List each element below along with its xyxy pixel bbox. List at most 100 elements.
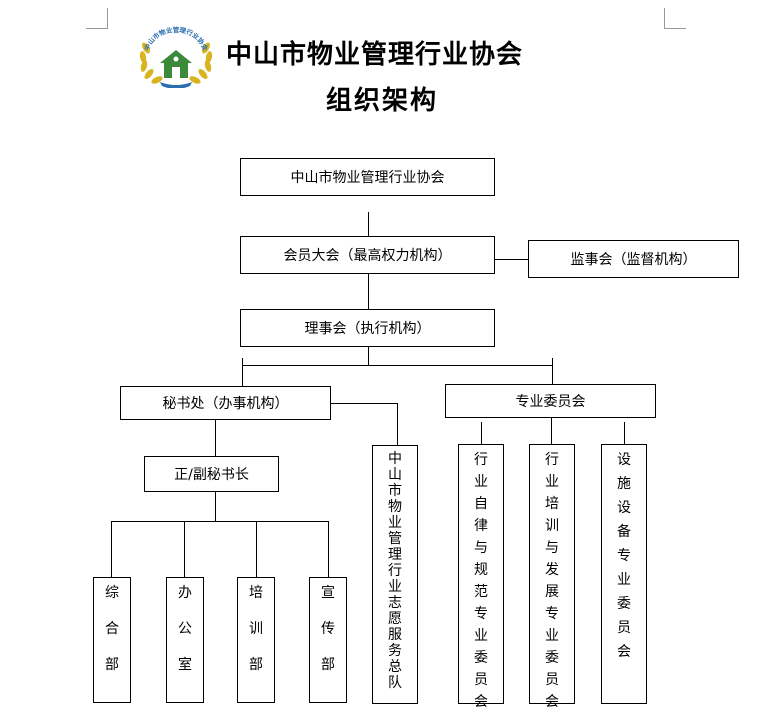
vertical-char: 范 (474, 584, 488, 600)
vertical-char: 培 (545, 496, 559, 512)
vertical-char: 部 (249, 657, 263, 673)
vertical-char: 施 (617, 476, 631, 492)
connector-sg-down (215, 492, 216, 521)
vertical-char: 室 (178, 657, 192, 673)
crop-mark-right-v (664, 8, 665, 29)
connector-dept-1 (111, 521, 112, 577)
vertical-char: 业 (617, 572, 631, 588)
vertical-char: 业 (474, 474, 488, 490)
vertical-char: 山 (388, 467, 402, 483)
vertical-char: 发 (545, 562, 559, 578)
department-label: 宣传部 (321, 578, 335, 702)
vertical-char: 委 (545, 650, 559, 666)
node-council-label: 理事会（执行机构） (304, 321, 431, 337)
connector-committee-3 (624, 422, 625, 444)
vertical-char: 员 (545, 672, 559, 688)
connector-secretariat-volunteer-h (330, 403, 398, 404)
vertical-char: 业 (474, 628, 488, 644)
connector-root-assembly (368, 212, 369, 236)
connector-secretariat-volunteer-v (397, 403, 398, 445)
node-council: 理事会（执行机构） (240, 309, 495, 347)
department-label: 办公室 (178, 578, 192, 702)
vertical-char: 理 (388, 547, 402, 563)
vertical-char: 管 (388, 531, 402, 547)
vertical-char: 市 (388, 483, 402, 499)
vertical-char: 部 (321, 657, 335, 673)
node-department: 宣传部 (309, 577, 347, 703)
department-label: 综合部 (105, 578, 119, 702)
node-committee-item: 行业自律与规范专业委员会 (458, 444, 504, 709)
node-department: 培训部 (237, 577, 275, 703)
vertical-char: 愿 (388, 611, 402, 627)
vertical-char: 总 (388, 659, 402, 675)
vertical-char: 业 (545, 474, 559, 490)
vertical-char: 部 (105, 657, 119, 673)
connector-committee-2 (551, 418, 552, 444)
vertical-char: 训 (545, 518, 559, 534)
node-root: 中山市物业管理行业协会 (240, 158, 495, 196)
connector-dept-3 (256, 521, 257, 577)
association-logo-icon: 中山市物业管理行业协会 (134, 25, 218, 89)
node-secretariat-label: 秘书处（办事机构） (162, 396, 289, 412)
connector-branch-right-v (552, 358, 553, 384)
vertical-char: 中 (388, 451, 402, 467)
vertical-char: 业 (388, 515, 402, 531)
vertical-char: 专 (474, 606, 488, 622)
connector-branch-left-v (242, 358, 243, 386)
vertical-char: 专 (617, 548, 631, 564)
vertical-char: 会 (474, 694, 488, 710)
vertical-char: 员 (617, 620, 631, 636)
page-subtitle: 组织架构 (326, 86, 439, 116)
node-department: 综合部 (93, 577, 131, 703)
vertical-char: 员 (474, 672, 488, 688)
vertical-char: 业 (388, 579, 402, 595)
vertical-char: 行 (545, 452, 559, 468)
vertical-char: 与 (545, 540, 559, 556)
node-assembly-label: 会员大会（最高权力机构） (283, 248, 452, 264)
vertical-char: 训 (249, 621, 263, 637)
connector-assembly-council (368, 274, 369, 309)
node-committee-label: 专业委员会 (515, 394, 586, 410)
vertical-char: 综 (105, 585, 119, 601)
vertical-char: 志 (388, 595, 402, 611)
svg-text:中山市物业管理行业协会: 中山市物业管理行业协会 (142, 26, 210, 52)
node-assembly: 会员大会（最高权力机构） (240, 236, 495, 274)
department-label: 培训部 (249, 578, 263, 702)
crop-mark-right-h (664, 28, 686, 29)
connector-secretariat-sg (215, 420, 216, 456)
vertical-char: 与 (474, 540, 488, 556)
connector-committee-1 (481, 422, 482, 444)
vertical-char: 合 (105, 621, 119, 637)
vertical-char: 自 (474, 496, 488, 512)
vertical-char: 队 (388, 675, 402, 691)
vertical-char: 办 (178, 585, 192, 601)
connector-assembly-supervisory (494, 259, 528, 260)
node-secretariat: 秘书处（办事机构） (120, 386, 331, 420)
volunteer-team-label: 中山市物业管理行业志愿服务总队 (388, 446, 402, 703)
vertical-char: 培 (249, 585, 263, 601)
vertical-char: 会 (617, 644, 631, 660)
crop-mark-left-h (86, 28, 108, 29)
vertical-char: 规 (474, 562, 488, 578)
committee-item-label: 设施设备专业委员会 (617, 445, 631, 703)
vertical-char: 委 (617, 596, 631, 612)
vertical-char: 委 (474, 650, 488, 666)
node-volunteer-team: 中山市物业管理行业志愿服务总队 (372, 445, 418, 704)
node-root-label: 中山市物业管理行业协会 (290, 170, 445, 186)
committee-item-label: 行业自律与规范专业委员会 (474, 445, 488, 709)
committee-item-label: 行业培训与发展专业委员会 (545, 445, 559, 709)
node-secretary-general-label: 正/副秘书长 (174, 467, 249, 483)
vertical-char: 会 (545, 694, 559, 710)
vertical-char: 务 (388, 643, 402, 659)
vertical-char: 公 (178, 621, 192, 637)
vertical-char: 行 (388, 563, 402, 579)
vertical-char: 宣 (321, 585, 335, 601)
node-supervisory: 监事会（监督机构） (528, 240, 739, 278)
node-committee-item: 设施设备专业委员会 (601, 444, 647, 704)
vertical-char: 行 (474, 452, 488, 468)
crop-mark-left-v (107, 8, 108, 29)
vertical-char: 业 (545, 628, 559, 644)
node-committee: 专业委员会 (445, 384, 656, 418)
connector-council-branch-h (242, 365, 553, 366)
connector-departments-h (111, 521, 329, 522)
